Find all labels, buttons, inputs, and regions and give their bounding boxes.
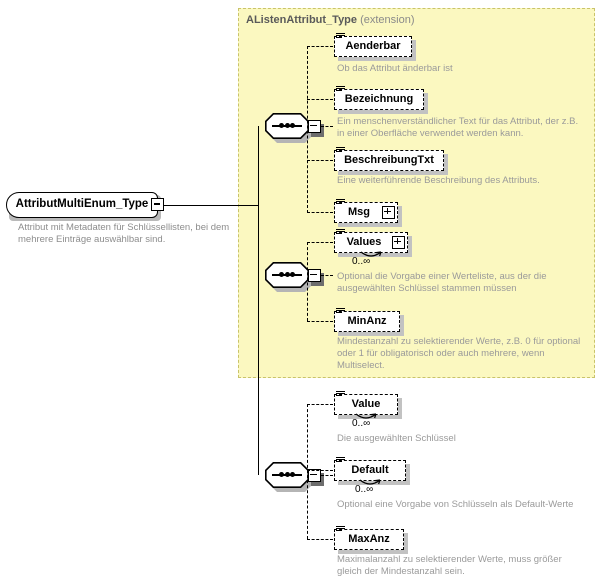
- element-aenderbar[interactable]: Aenderbar: [334, 32, 416, 61]
- element-icon: [336, 146, 345, 154]
- extension-group-panel: [238, 8, 595, 378]
- extension-group-type-name: AListenAttribut_Type: [246, 14, 358, 26]
- branch-line: [321, 126, 333, 127]
- element-values-expand-icon[interactable]: [392, 235, 405, 249]
- element-name: MaxAnz: [348, 533, 390, 545]
- repeat-marker-icon: [360, 251, 382, 260]
- element-msg[interactable]: Msg: [334, 198, 402, 227]
- branch-spine: [307, 404, 308, 539]
- element-description: Optional eine Vorgabe von Schlüsseln als…: [337, 499, 574, 510]
- element-icon: [336, 456, 345, 464]
- branch-line: [307, 99, 333, 100]
- branch-spine: [307, 242, 308, 321]
- element-name: Msg: [348, 206, 370, 218]
- element-values[interactable]: Values: [334, 228, 412, 257]
- repeat-marker-icon: [359, 479, 381, 488]
- branch-line: [307, 321, 333, 322]
- sequence-3-collapse-toggle-icon[interactable]: [308, 469, 321, 482]
- element-description: Ob das Attribut änderbar ist: [337, 63, 453, 74]
- extension-group-title: AListenAttribut_Type (extension): [246, 14, 415, 26]
- element-maxanz[interactable]: MaxAnz: [334, 525, 408, 554]
- branch-line: [307, 212, 333, 213]
- element-name: Values: [346, 236, 382, 248]
- sequence-connector-3[interactable]: [265, 462, 324, 492]
- element-icon: [336, 228, 345, 236]
- element-description: Maximalanzahl zu selektierender Werte, m…: [337, 554, 562, 577]
- element-name: MinAnz: [347, 315, 387, 327]
- element-description: Ein menschenverständlicher Text für das …: [337, 116, 579, 139]
- element-icon: [336, 32, 345, 40]
- branch-line: [307, 470, 333, 471]
- element-cardinality: 0..∞: [352, 256, 371, 267]
- sequence-connector-2[interactable]: [265, 262, 324, 292]
- element-cardinality: 0..∞: [352, 418, 371, 429]
- element-description: Eine weiterführende Beschreibung des Att…: [337, 175, 540, 186]
- branch-line: [307, 160, 333, 161]
- branch-line: [321, 275, 333, 276]
- root-type-node-body: [6, 192, 158, 218]
- element-icon: [336, 525, 345, 533]
- element-icon: [336, 390, 345, 398]
- element-msg-expand-icon[interactable]: [382, 205, 395, 219]
- element-name: Aenderbar: [345, 40, 401, 52]
- branch-spine: [307, 46, 308, 213]
- element-name: Bezeichnung: [344, 93, 414, 105]
- root-type-description: Attribut mit Metadaten für Schlüssellist…: [18, 222, 230, 245]
- element-description: Mindestanzahl zu selektierender Werte, z…: [337, 336, 581, 371]
- element-name: BeschreibungTxt: [344, 154, 434, 166]
- element-icon: [336, 307, 345, 315]
- element-icon: [336, 198, 345, 206]
- sequence-connector-1[interactable]: [265, 113, 324, 143]
- sequence-2-collapse-toggle-icon[interactable]: [308, 269, 321, 282]
- vertical-trunk-line: [258, 126, 259, 475]
- branch-line: [307, 539, 333, 540]
- root-type-name: AttributMultiEnum_Type: [15, 198, 149, 210]
- branch-line: [307, 242, 333, 243]
- element-minanz[interactable]: MinAnz: [334, 307, 404, 336]
- element-description: Die ausgewählten Schlüssel: [337, 433, 456, 444]
- branch-line: [307, 404, 333, 405]
- element-default[interactable]: Default: [334, 456, 410, 485]
- element-name: Value: [351, 398, 381, 410]
- root-type-node[interactable]: AttributMultiEnum_Type: [6, 192, 161, 221]
- root-collapse-toggle-icon[interactable]: [151, 198, 164, 211]
- root-trunk-line: [164, 205, 258, 206]
- element-description: Optional die Vorgabe einer Werteliste, a…: [337, 271, 547, 294]
- sequence-1-collapse-toggle-icon[interactable]: [308, 120, 321, 133]
- extension-group-kind: (extension): [360, 14, 415, 26]
- branch-line: [321, 475, 333, 476]
- branch-line: [307, 46, 333, 47]
- element-name: Default: [351, 464, 389, 476]
- element-beschreibungtxt[interactable]: BeschreibungTxt: [334, 146, 448, 175]
- repeat-marker-icon: [355, 413, 377, 422]
- element-bezeichnung[interactable]: Bezeichnung: [334, 85, 428, 114]
- element-icon: [336, 85, 345, 93]
- element-value[interactable]: Value: [334, 390, 402, 419]
- element-cardinality: 0..∞: [355, 484, 374, 495]
